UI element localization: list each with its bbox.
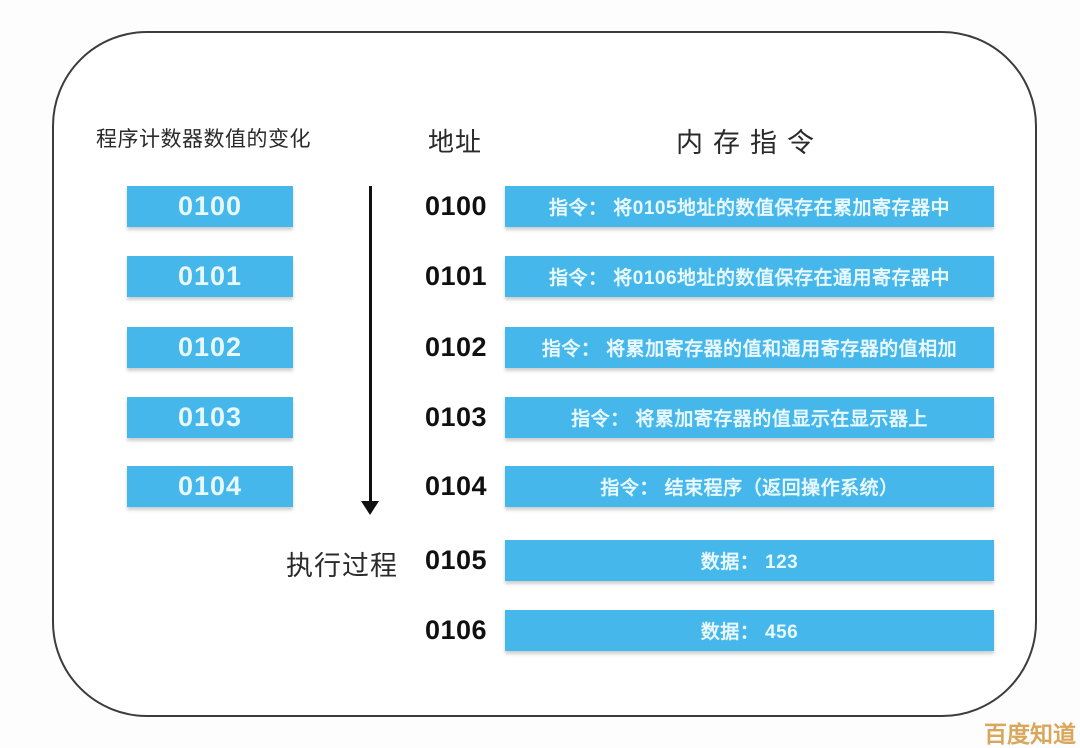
execution-process-label: 执行过程 bbox=[286, 551, 398, 581]
address-label-0104: 0104 bbox=[424, 471, 488, 501]
memory-box-0104: 指令： 结束程序（返回操作系统） bbox=[505, 466, 994, 507]
memory-box-0105: 数据： 123 bbox=[505, 540, 994, 581]
address-label-0102: 0102 bbox=[424, 332, 488, 362]
counter-column-header: 程序计数器数值的变化 bbox=[96, 128, 311, 151]
memory-box-0106: 数据： 456 bbox=[505, 610, 994, 651]
counter-box-0103: 0103 bbox=[127, 397, 293, 438]
address-label-0106: 0106 bbox=[424, 615, 488, 645]
counter-box-0101: 0101 bbox=[127, 256, 293, 297]
address-label-0100: 0100 bbox=[424, 191, 488, 221]
memory-column-header: 内存指令 bbox=[676, 128, 824, 158]
address-label-0103: 0103 bbox=[424, 402, 488, 432]
memory-box-0101: 指令： 将0106地址的数值保存在通用寄存器中 bbox=[505, 256, 994, 297]
down-arrow-icon bbox=[361, 501, 379, 515]
execution-arrow-line bbox=[369, 186, 372, 503]
address-label-0105: 0105 bbox=[424, 545, 488, 575]
address-column-header: 地址 bbox=[428, 127, 483, 157]
counter-box-0104: 0104 bbox=[127, 466, 293, 507]
memory-box-0100: 指令： 将0105地址的数值保存在累加寄存器中 bbox=[505, 186, 994, 227]
counter-box-0100: 0100 bbox=[127, 186, 293, 227]
memory-box-0102: 指令： 将累加寄存器的值和通用寄存器的值相加 bbox=[505, 327, 994, 368]
baidu-zhidao-watermark: 百度知道 bbox=[984, 721, 1076, 747]
memory-box-0103: 指令： 将累加寄存器的值显示在显示器上 bbox=[505, 397, 994, 438]
counter-box-0102: 0102 bbox=[127, 327, 293, 368]
diagram-border-frame bbox=[52, 31, 1037, 717]
address-label-0101: 0101 bbox=[424, 261, 488, 291]
